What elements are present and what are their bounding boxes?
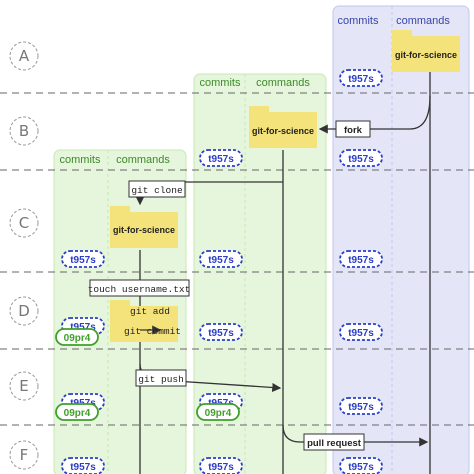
svg-text:git push: git push <box>138 374 184 385</box>
svg-text:t957s: t957s <box>348 402 374 413</box>
commit-badge-t957s: t957s <box>339 457 383 474</box>
fork-command-label: fork <box>335 120 371 138</box>
commit-badge-t957s: t957s <box>339 323 383 341</box>
svg-text:09pr4: 09pr4 <box>205 408 232 419</box>
svg-text:t957s: t957s <box>348 255 374 266</box>
svg-text:t957s: t957s <box>348 154 374 165</box>
svg-text:git-for-science: git-for-science <box>252 126 314 136</box>
staging-folder <box>110 300 178 342</box>
svg-text:git commit: git commit <box>124 326 181 337</box>
row-label-d: D <box>9 296 39 326</box>
commit-badge-t957s: t957s <box>339 69 383 87</box>
commit-badge-09pr4: 09pr4 <box>55 328 99 346</box>
row-label-b: B <box>9 116 39 146</box>
fork-commands-header: commands <box>256 77 310 89</box>
commit-badge-t957s: t957s <box>199 250 243 268</box>
svg-text:pull request: pull request <box>307 438 362 449</box>
svg-text:t957s: t957s <box>208 462 234 473</box>
svg-text:t957s: t957s <box>208 328 234 339</box>
svg-text:F: F <box>20 446 29 464</box>
fork-arrow <box>318 95 431 134</box>
upstream-commands-header: commands <box>396 15 450 27</box>
svg-text:git clone: git clone <box>131 185 183 196</box>
git-clone-command-label: git clone <box>128 180 186 198</box>
svg-text:git-for-science: git-for-science <box>113 225 175 235</box>
fork-commits-header: commits <box>200 77 241 89</box>
svg-text:t957s: t957s <box>70 322 96 333</box>
commit-badge-09pr4: 09pr4 <box>55 403 99 421</box>
git-push-command-label: git push <box>135 369 187 387</box>
svg-text:B: B <box>19 122 29 140</box>
fork-repo-folder: git-for-science <box>249 106 317 148</box>
svg-text:t957s: t957s <box>70 462 96 473</box>
svg-text:t957s: t957s <box>348 328 374 339</box>
pull-request-command-label: pull request <box>303 433 365 451</box>
commit-badge-t957s: t957s <box>339 250 383 268</box>
svg-text:09pr4: 09pr4 <box>64 333 91 344</box>
upstream-repo-folder: git-for-science <box>392 30 460 72</box>
commit-badge-t957s: t957s <box>339 149 383 167</box>
commit-badge-t957s: t957s <box>199 149 243 167</box>
row-label-f: F <box>9 440 39 470</box>
svg-text:C: C <box>19 214 29 232</box>
touch-command-label: touch username.txt <box>88 279 191 297</box>
row-label-c: C <box>9 208 39 238</box>
commit-badge-t957s: t957s <box>61 457 105 474</box>
svg-text:git add: git add <box>130 306 170 317</box>
commit-badge-09pr4: 09pr4 <box>196 403 240 421</box>
svg-text:t957s: t957s <box>348 462 374 473</box>
svg-text:09pr4: 09pr4 <box>64 408 91 419</box>
fork-lane-bg <box>193 73 327 474</box>
upstream-commits-header: commits <box>338 15 379 27</box>
local-commands-header: commands <box>116 154 170 166</box>
pull-request-arrow <box>282 424 429 447</box>
svg-text:E: E <box>19 377 28 395</box>
svg-text:touch username.txt: touch username.txt <box>88 284 191 295</box>
svg-text:fork: fork <box>344 125 363 136</box>
commit-badge-t957s: t957s <box>61 250 105 268</box>
svg-text:git-for-science: git-for-science <box>395 50 457 60</box>
local-repo-folder: git-for-science <box>110 206 178 248</box>
git-add-command-label: git add <box>130 306 170 317</box>
commit-badge-t957s: t957s <box>199 457 243 474</box>
git-commit-command-label: git commit <box>124 326 181 337</box>
svg-text:t957s: t957s <box>70 255 96 266</box>
svg-text:t957s: t957s <box>208 154 234 165</box>
local-commits-header: commits <box>60 154 101 166</box>
svg-text:D: D <box>18 302 30 320</box>
svg-text:t957s: t957s <box>208 255 234 266</box>
row-label-e: E <box>9 371 39 401</box>
svg-text:A: A <box>19 47 30 65</box>
commit-badge-t957s: t957s <box>199 323 243 341</box>
row-label-a: A <box>9 41 39 71</box>
svg-text:t957s: t957s <box>348 74 374 85</box>
commit-badge-t957s: t957s <box>339 397 383 415</box>
